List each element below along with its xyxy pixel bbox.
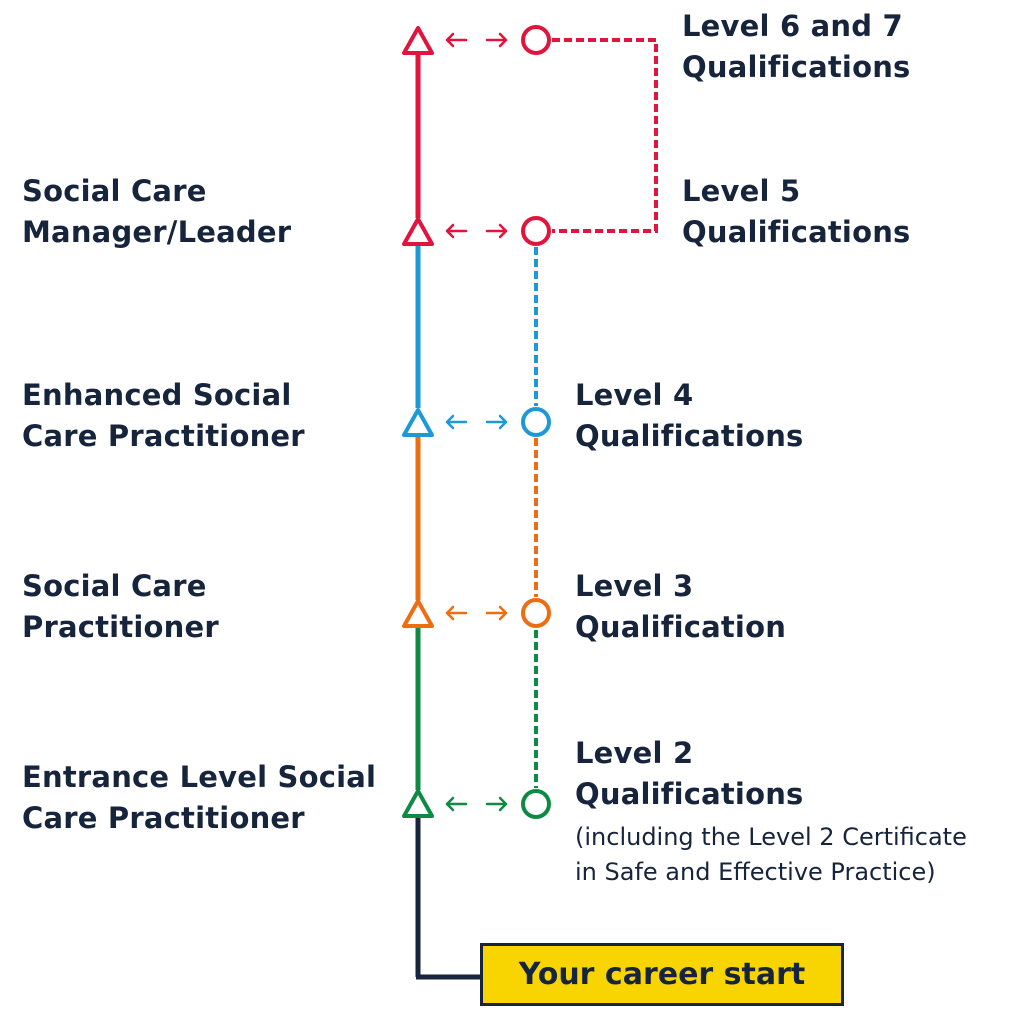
qual-label-line: Qualifications bbox=[682, 50, 911, 84]
qual-label-line: Qualification bbox=[575, 610, 787, 644]
level-2-note-line: (including the Level 2 Certificate bbox=[575, 823, 967, 851]
double-arrow-icon bbox=[445, 605, 508, 621]
role-label-line: Manager/Leader bbox=[22, 215, 292, 249]
role-label-line: Social Care bbox=[22, 174, 207, 208]
role-label-entrance-practitioner: Entrance Level Social Care Practitioner bbox=[22, 757, 376, 839]
double-arrow-icon bbox=[445, 796, 508, 812]
role-label-line: Care Practitioner bbox=[22, 801, 305, 835]
career-start-box: Your career start bbox=[480, 943, 844, 1006]
role-label-practitioner: Social Care Practitioner bbox=[22, 566, 219, 648]
level-2-note: (including the Level 2 Certificate in Sa… bbox=[575, 820, 967, 890]
qual-label-line: Level 2 bbox=[575, 736, 694, 770]
qual-label-line: Qualifications bbox=[575, 777, 804, 811]
qual-label-level-3: Level 3 Qualification bbox=[575, 566, 786, 648]
role-label-line: Entrance Level Social bbox=[22, 760, 377, 794]
qual-link-red bbox=[552, 38, 658, 233]
role-label-enhanced-practitioner: Enhanced Social Care Practitioner bbox=[22, 375, 305, 457]
qual-label-level-5: Level 5 Qualifications bbox=[682, 171, 911, 253]
qual-label-line: Level 5 bbox=[682, 174, 801, 208]
circle-icon bbox=[521, 407, 551, 437]
double-arrow-icon bbox=[445, 414, 508, 430]
circle-icon bbox=[521, 216, 551, 246]
triangle-icon bbox=[402, 26, 434, 55]
triangle-icon bbox=[402, 789, 434, 818]
role-label-line: Care Practitioner bbox=[22, 419, 305, 453]
double-arrow-icon bbox=[445, 32, 508, 48]
qual-label-line: Level 6 and 7 bbox=[682, 9, 903, 43]
level-2-note-line: in Safe and Effective Practice) bbox=[575, 858, 936, 886]
triangle-icon bbox=[402, 599, 434, 628]
qual-label-level-2: Level 2 Qualifications bbox=[575, 733, 804, 815]
qual-label-line: Level 4 bbox=[575, 378, 694, 412]
qual-label-line: Qualifications bbox=[682, 215, 911, 249]
double-arrow-icon bbox=[445, 223, 508, 239]
role-label-manager-leader: Social Care Manager/Leader bbox=[22, 171, 291, 253]
circle-icon bbox=[521, 25, 551, 55]
qual-label-line: Qualifications bbox=[575, 419, 804, 453]
role-label-line: Practitioner bbox=[22, 610, 219, 644]
qual-label-level-4: Level 4 Qualifications bbox=[575, 375, 804, 457]
role-label-line: Social Care bbox=[22, 569, 207, 603]
triangle-icon bbox=[402, 217, 434, 246]
triangle-icon bbox=[402, 408, 434, 437]
circle-icon bbox=[521, 789, 551, 819]
qual-label-line: Level 3 bbox=[575, 569, 694, 603]
circle-icon bbox=[521, 598, 551, 628]
qual-label-level-6-7: Level 6 and 7 Qualifications bbox=[682, 6, 911, 88]
role-label-line: Enhanced Social bbox=[22, 378, 292, 412]
